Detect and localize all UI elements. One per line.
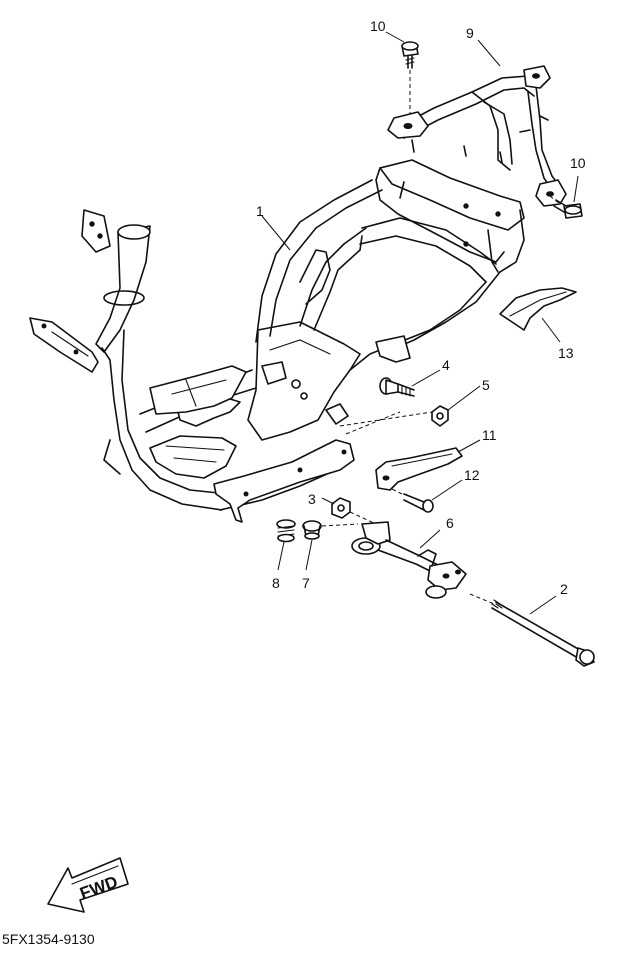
stand-6: [351, 521, 467, 599]
part-label-2: 2: [560, 581, 568, 597]
part-label-6: 6: [446, 515, 454, 531]
spring-8: [276, 519, 296, 543]
bolt-12: [389, 487, 434, 513]
part-numbers: 1 2 3 4 5 6 7 8 9 10 10 11 12 13: [256, 18, 586, 597]
nut-3: [331, 497, 377, 525]
cover-plate: [499, 287, 577, 331]
part-label-9: 9: [466, 25, 474, 41]
drawing-code: 5FX1354-9130: [2, 931, 95, 947]
bolt-10-right: [549, 195, 583, 219]
part-label-7: 7: [302, 575, 310, 591]
part-label-13: 13: [558, 345, 574, 361]
leader-lines: [261, 31, 579, 615]
part-label-11: 11: [482, 427, 497, 443]
grab-bar: [387, 65, 567, 207]
part-label-1: 1: [256, 203, 264, 219]
bolt-4: [379, 377, 415, 397]
part-label-4: 4: [442, 357, 450, 373]
part-label-8: 8: [272, 575, 280, 591]
bolt-10-top: [401, 41, 419, 114]
part-label-10-right: 10: [570, 155, 586, 171]
forward-arrow: FWD: [47, 857, 129, 913]
part-label-10-top: 10: [370, 18, 386, 34]
part-label-12: 12: [464, 467, 480, 483]
part-label-3: 3: [308, 491, 316, 507]
nut-5: [339, 405, 449, 435]
part-label-5: 5: [482, 377, 490, 393]
pin-7: [302, 520, 359, 540]
main-frame: [29, 159, 525, 523]
long-bolt-2: [469, 593, 595, 667]
bracket-11: [375, 447, 463, 491]
